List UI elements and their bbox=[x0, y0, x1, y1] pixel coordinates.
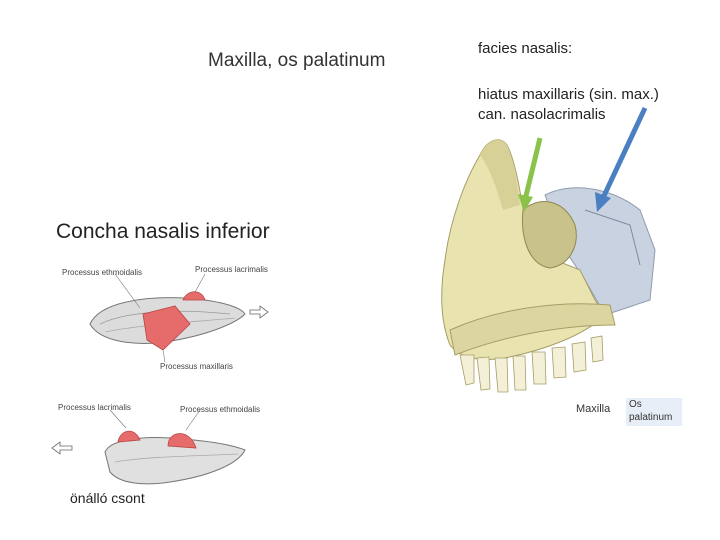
concha-bottom-diagram bbox=[50, 400, 270, 495]
arrow-left-outline bbox=[52, 442, 72, 454]
palatinum-label: Os palatinum bbox=[626, 398, 682, 426]
label-top-maxillary: Processus maxillaris bbox=[160, 362, 233, 371]
lacrimal-process-bottom bbox=[118, 431, 140, 442]
facies-nasalis-heading: facies nasalis: bbox=[478, 40, 572, 57]
maxilla-label: Maxilla bbox=[576, 403, 610, 415]
arrow-right-outline bbox=[250, 306, 268, 318]
lacrimal-process-top bbox=[183, 292, 205, 300]
label-bottom-lacrimal: Processus lacrimalis bbox=[58, 403, 131, 412]
page-title: Maxilla, os palatinum bbox=[208, 50, 385, 72]
green-arrow-shaft bbox=[525, 138, 540, 200]
label-bottom-ethmoid: Processus ethmoidalis bbox=[180, 405, 260, 414]
ethmoid-process-bottom bbox=[168, 434, 196, 449]
concha-heading: Concha nasalis inferior bbox=[56, 220, 270, 244]
label-top-lacrimal: Processus lacrimalis bbox=[195, 265, 268, 274]
concha-top-diagram bbox=[55, 262, 275, 372]
blue-arrow-shaft bbox=[603, 108, 645, 198]
maxilla-illustration bbox=[425, 100, 705, 400]
label-top-ethmoid: Processus ethmoidalis bbox=[62, 268, 142, 277]
